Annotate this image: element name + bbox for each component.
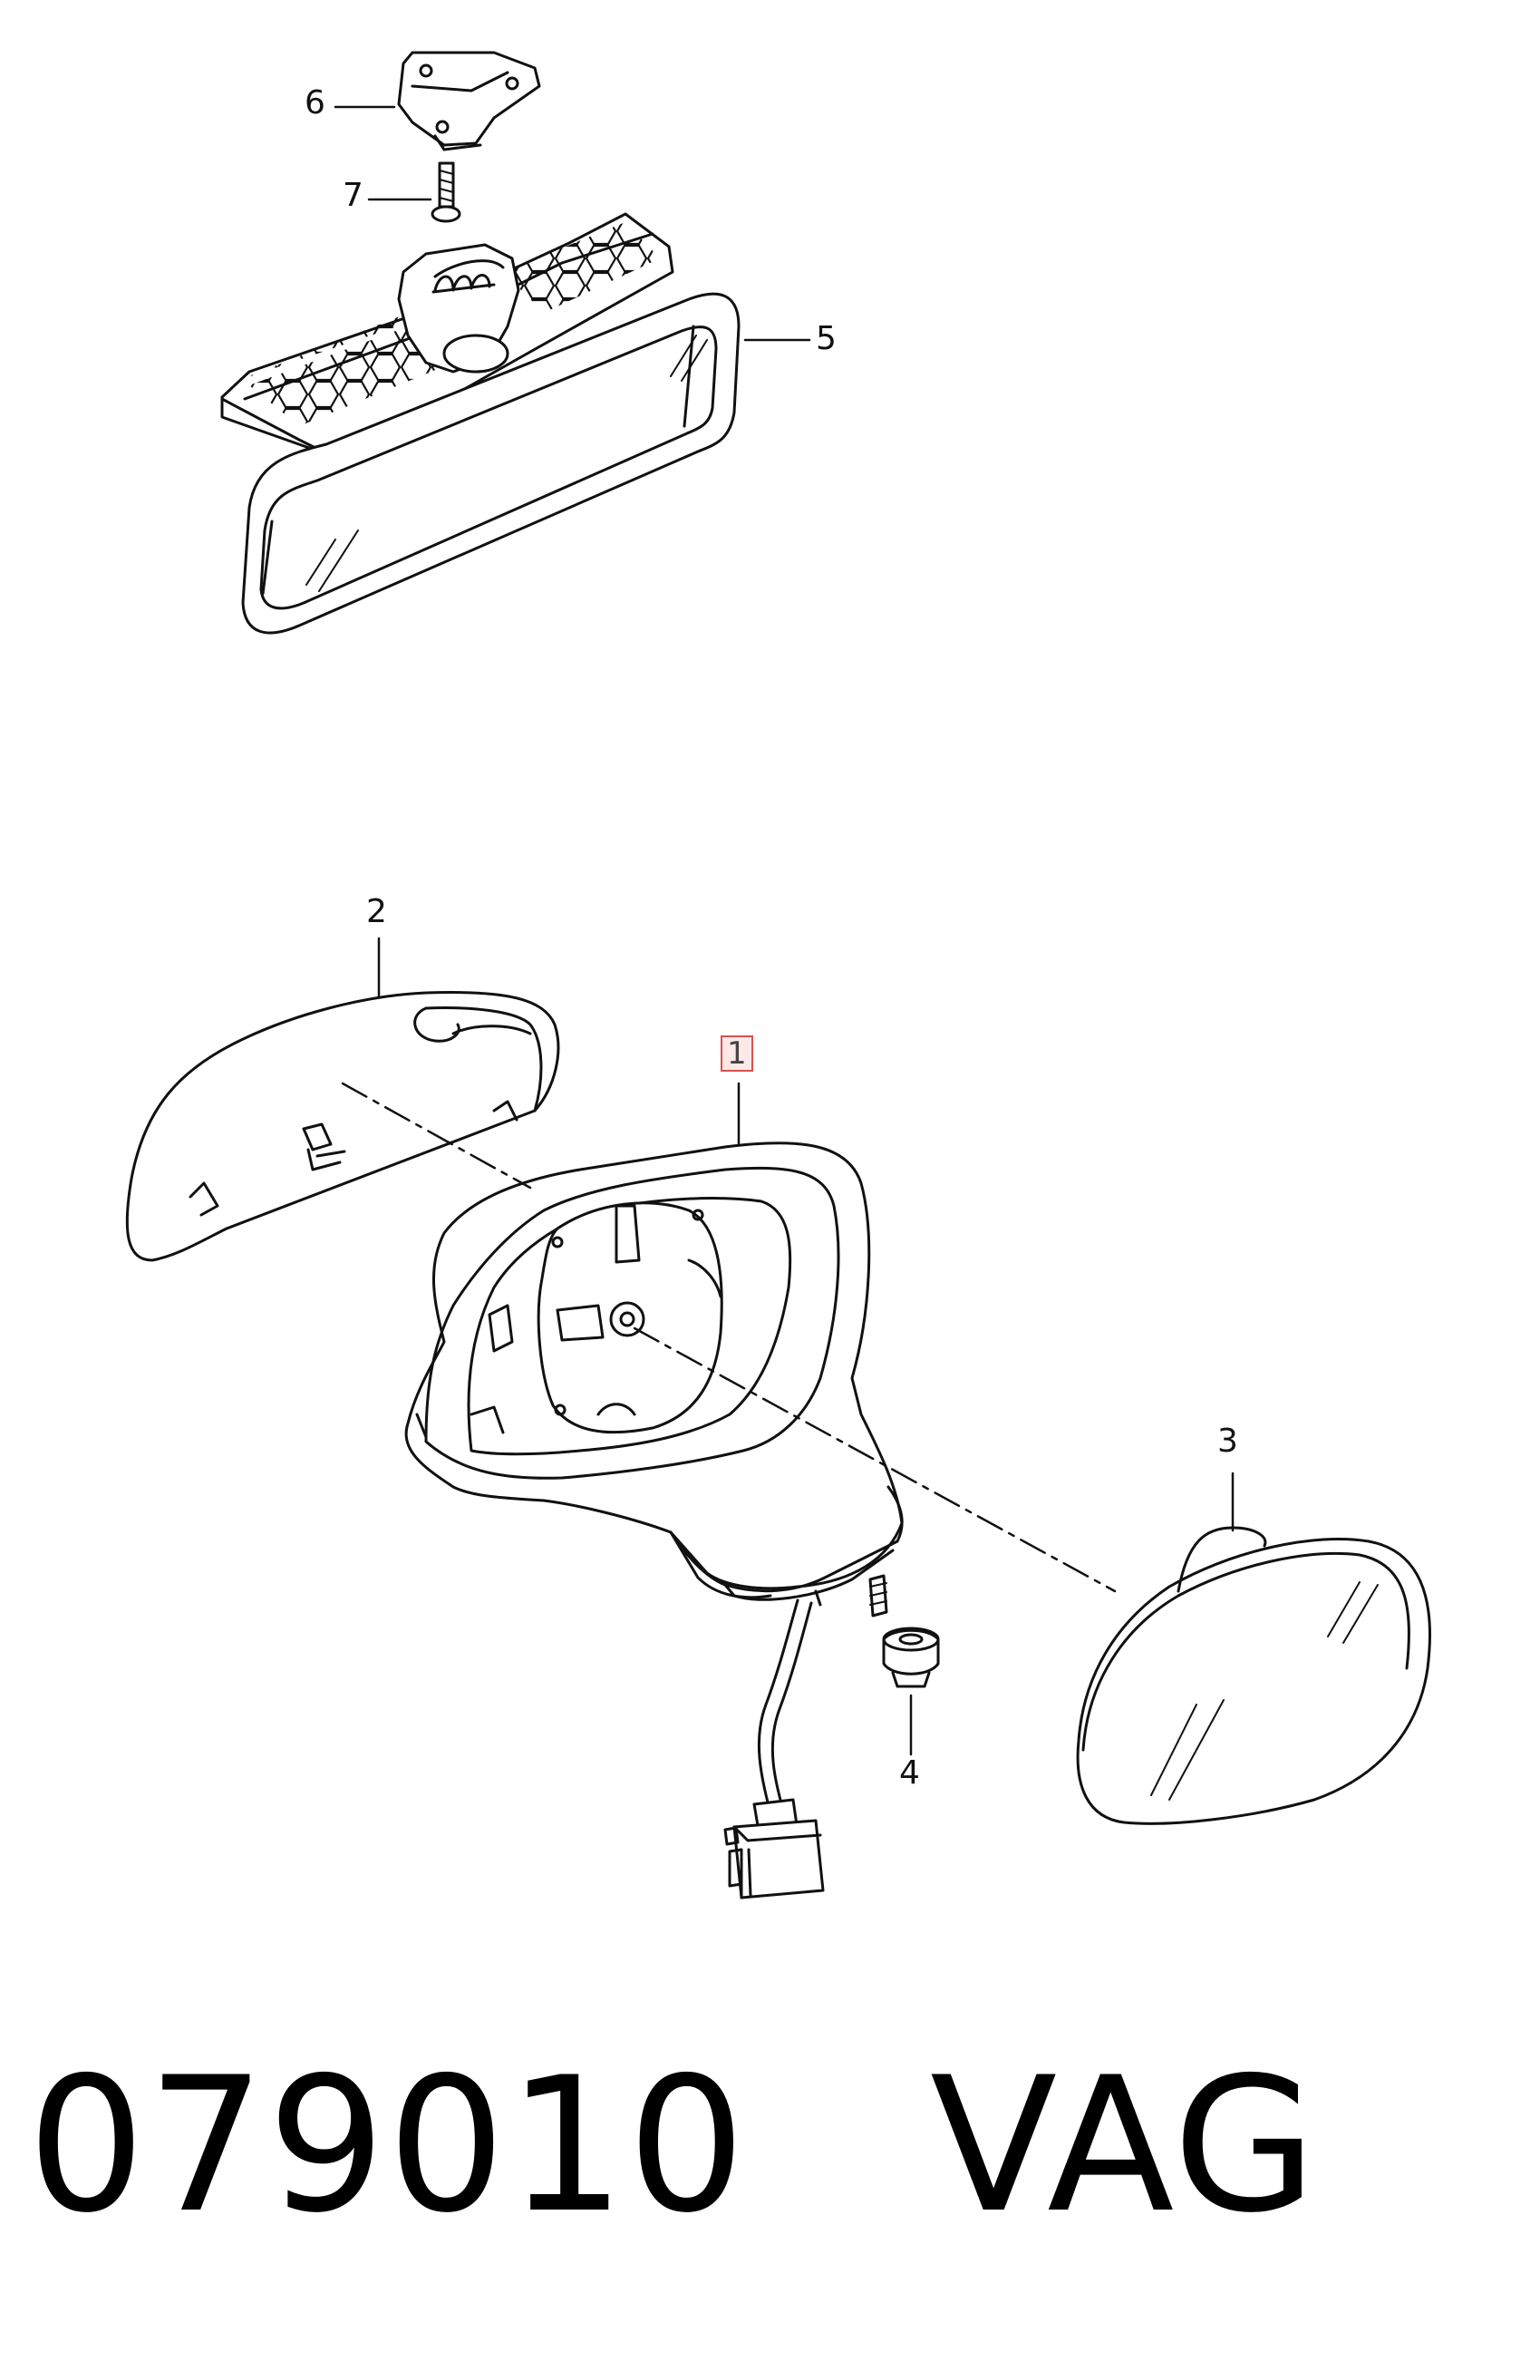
- callout-2[interactable]: 2: [366, 893, 387, 930]
- mounting-stud: [868, 1574, 888, 1617]
- callout-1[interactable]: 1: [721, 1035, 753, 1072]
- callout-5[interactable]: 5: [816, 320, 837, 357]
- exterior-mirror-housing: [404, 1141, 904, 1617]
- interior-mirror-assembly: [220, 212, 741, 635]
- wiring-harness: [723, 1598, 825, 1899]
- leader-lines: [334, 105, 1235, 1756]
- cap-clip: [302, 1122, 346, 1171]
- assembly-lines: [341, 1082, 1117, 1593]
- callout-3[interactable]: 3: [1217, 1423, 1238, 1460]
- part-number: 079010: [27, 2038, 748, 2254]
- brand-name: VAG: [930, 2038, 1319, 2254]
- nut: [882, 1627, 940, 1688]
- adjustment-plate: [537, 1201, 723, 1434]
- screw: [431, 161, 461, 223]
- caption-spacer: [748, 2038, 931, 2254]
- callout-6[interactable]: 6: [305, 84, 325, 121]
- electrical-connector: [723, 1819, 825, 1899]
- mirror-spring: [431, 274, 496, 294]
- mirror-foot: [669, 1485, 904, 1607]
- part-number-caption: 079010 VAG: [27, 2054, 1319, 2239]
- cover-plate: [397, 51, 541, 151]
- mirror-cap: [125, 991, 560, 1262]
- callout-4[interactable]: 4: [899, 1754, 920, 1792]
- mirror-body: [241, 292, 741, 635]
- mirror-glass: [1076, 1526, 1431, 1825]
- callout-7[interactable]: 7: [343, 177, 363, 214]
